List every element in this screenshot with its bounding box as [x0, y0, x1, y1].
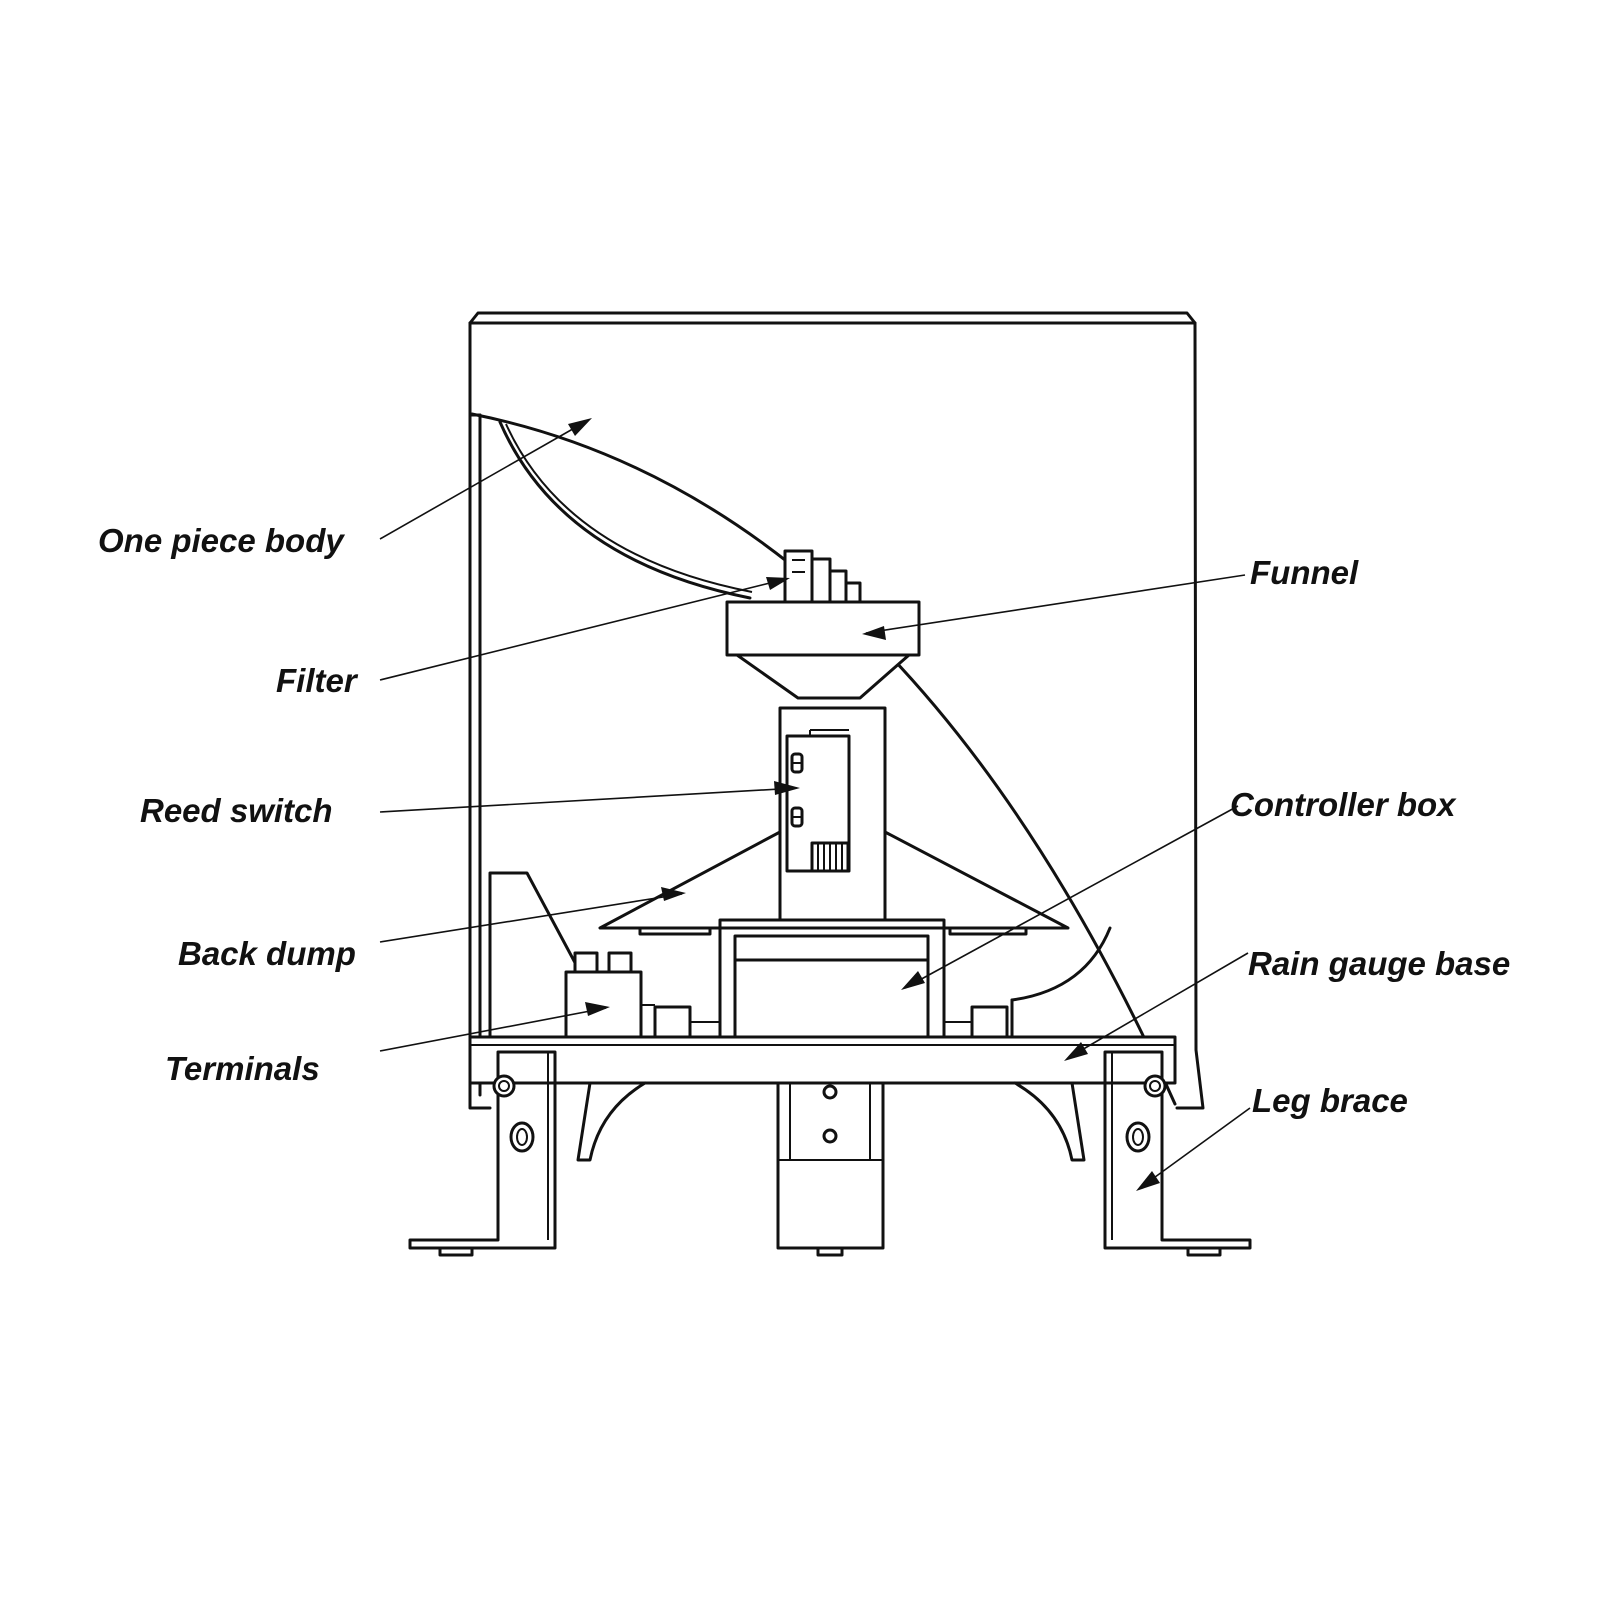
label-leg-brace: Leg brace — [1252, 1082, 1408, 1119]
leader-leg-brace — [1136, 1107, 1251, 1191]
label-funnel: Funnel — [1250, 554, 1359, 591]
rain-gauge-base — [468, 1035, 1177, 1085]
label-reed-switch: Reed switch — [140, 792, 333, 829]
label-filter: Filter — [276, 662, 359, 699]
label-one-piece-body: One piece body — [98, 522, 345, 559]
back-dump — [598, 830, 1070, 936]
controller-box — [653, 918, 1112, 1039]
terminals — [488, 871, 655, 1039]
leader-rain-gauge-base — [1064, 952, 1249, 1061]
filter — [783, 549, 862, 605]
label-back-dump: Back dump — [178, 935, 356, 972]
leader-filter — [379, 577, 790, 681]
leg-brace — [408, 1050, 1252, 1257]
label-controller-box: Controller box — [1230, 786, 1457, 823]
label-terminals: Terminals — [165, 1050, 320, 1087]
leader-reed-switch — [379, 781, 800, 813]
funnel — [725, 600, 921, 700]
leader-one-piece-body — [379, 418, 592, 540]
leader-terminals — [379, 1002, 610, 1052]
reed-switch — [778, 706, 887, 922]
label-rain-gauge-base: Rain gauge base — [1248, 945, 1510, 982]
leader-back-dump — [379, 887, 686, 943]
leader-controller-box — [901, 805, 1239, 990]
leader-funnel — [862, 574, 1246, 640]
